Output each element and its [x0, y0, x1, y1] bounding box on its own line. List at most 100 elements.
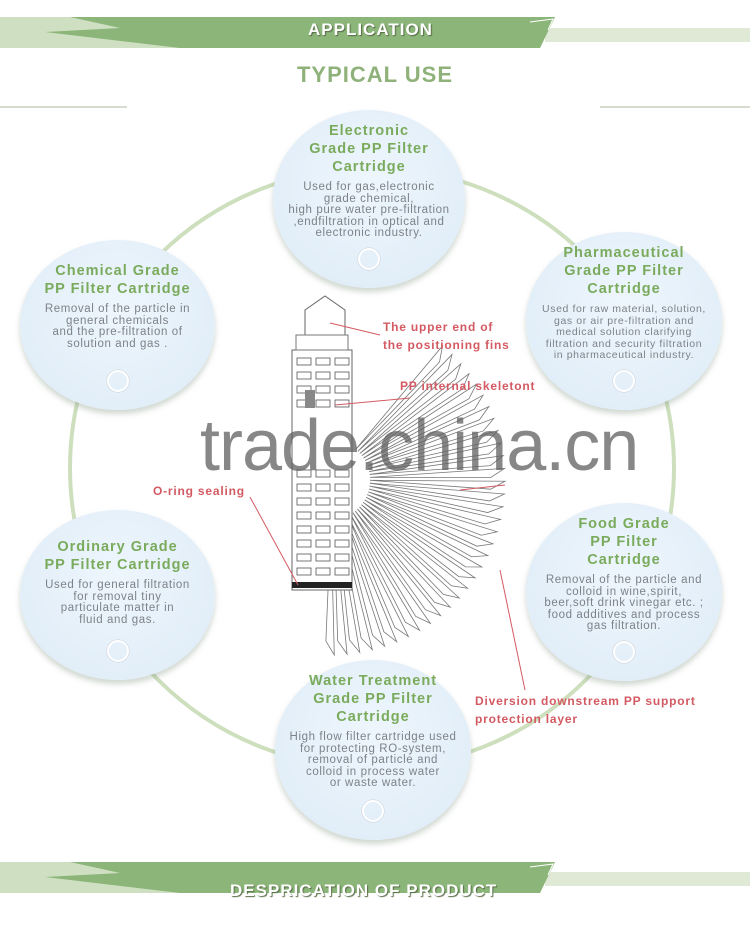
- divider-right: [600, 106, 750, 108]
- pleat: [363, 383, 478, 459]
- slot: [315, 553, 331, 562]
- pleat: [368, 429, 500, 470]
- pleat: [369, 485, 505, 513]
- slot: [315, 469, 331, 478]
- pleat-fan: [325, 344, 507, 657]
- slot: [296, 371, 312, 380]
- label-line: protection layer: [475, 712, 578, 726]
- slot: [296, 567, 312, 576]
- label-line: Diversion downstream PP support: [475, 694, 696, 708]
- ring-icon: [358, 248, 380, 270]
- slot: [334, 483, 350, 492]
- slot: [296, 553, 312, 562]
- pleat: [357, 353, 453, 452]
- slot: [334, 525, 350, 534]
- label-line: the positioning fins: [383, 338, 510, 352]
- slot: [296, 469, 312, 478]
- slot: [296, 497, 312, 506]
- label-upper-end: The upper end of the positioning fins: [383, 318, 510, 354]
- pleat: [369, 455, 505, 475]
- slot: [296, 385, 312, 394]
- slot: [334, 357, 350, 366]
- ring-icon: [613, 641, 635, 663]
- pleat: [355, 344, 444, 450]
- pleat: [354, 510, 442, 617]
- pleat: [367, 494, 495, 547]
- pleat: [368, 488, 503, 525]
- label-oring: O-ring sealing: [153, 484, 245, 498]
- pleat: [359, 362, 462, 454]
- slot: [315, 399, 331, 408]
- pleat: [364, 499, 484, 568]
- pleat: [367, 417, 496, 467]
- pleat: [347, 515, 410, 638]
- pleat: [362, 502, 477, 579]
- slot: [315, 539, 331, 548]
- slot: [334, 567, 350, 576]
- pleat: [359, 506, 461, 599]
- ring-icon: [106, 640, 129, 662]
- slot: [315, 497, 331, 506]
- slot: [334, 385, 350, 394]
- pleat: [344, 516, 398, 644]
- circle-desc: Used for raw material, solution,gas or a…: [542, 303, 706, 361]
- ring-icon: [613, 370, 635, 392]
- label-line: The upper end of: [383, 320, 494, 334]
- pleat: [352, 512, 432, 625]
- pleat: [369, 467, 507, 478]
- slot: [334, 539, 350, 548]
- slot: [315, 483, 331, 492]
- slot: [334, 469, 350, 478]
- slot: [334, 553, 350, 562]
- slot: [296, 525, 312, 534]
- pleat: [368, 491, 499, 536]
- ring-icon: [106, 370, 129, 392]
- pleat: [342, 517, 386, 648]
- slot: [315, 371, 331, 380]
- pleat: [369, 442, 503, 472]
- pleat: [365, 496, 490, 558]
- pleat: [350, 514, 421, 632]
- slot: [315, 385, 331, 394]
- label-diversion: Diversion downstream PP support protecti…: [475, 692, 696, 728]
- slot: [296, 357, 312, 366]
- slot: [315, 357, 331, 366]
- ring-icon: [362, 800, 384, 822]
- application-banner-text: APPLICATION: [308, 20, 433, 39]
- slot: [315, 511, 331, 520]
- page-title: TYPICAL USE: [296, 62, 454, 87]
- cartridge-body: [291, 295, 353, 591]
- pleat: [361, 372, 470, 457]
- watermark: trade.china.cn: [200, 406, 639, 486]
- slot: [296, 539, 312, 548]
- slot: [296, 483, 312, 492]
- pleat: [357, 508, 452, 608]
- pleat: [369, 482, 506, 502]
- label-skeleton: PP internal skeletont: [400, 379, 536, 393]
- description-banner-text: DESPRICATION OF PRODUCT: [230, 881, 498, 900]
- slot: [296, 511, 312, 520]
- label-leaders: [249, 322, 526, 691]
- application-banner: [0, 17, 750, 48]
- pleat: [369, 479, 507, 490]
- divider-left: [0, 106, 127, 108]
- pleat: [366, 405, 491, 464]
- slot: [334, 371, 350, 380]
